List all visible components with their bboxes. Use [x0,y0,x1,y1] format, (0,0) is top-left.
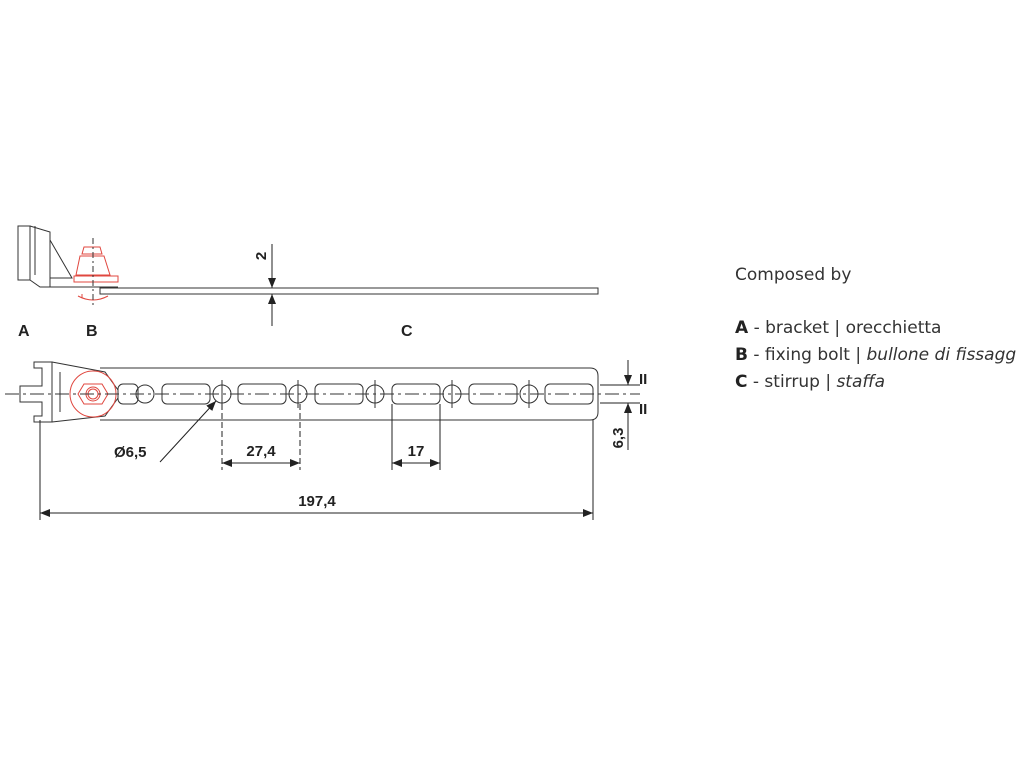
legend-title: Composed by [735,265,852,285]
thickness-dimension: 2 [253,244,276,326]
label-a: A [18,323,30,340]
legend-text: - bracket | [748,318,846,338]
legend-text: - stirrup | [747,372,837,392]
legend-translation: orecchietta [845,318,942,338]
top-view [5,361,640,423]
legend-item-b: B - fixing bolt | bullone di fissagg [735,342,1016,369]
bolt-side [73,246,119,301]
side-view-plate [99,287,599,295]
legend-key: A [735,318,749,338]
legend-item-a: A - bracket | orecchietta [735,315,1016,342]
side-view [17,225,599,305]
slot-length-label: 17 [408,443,425,460]
thickness-value: 2 [253,252,270,260]
legend: Composed by A - bracket | orecchietta B … [735,262,1016,396]
legend-translation: staffa [836,372,886,392]
tolerance-mark-top: II [639,371,647,388]
label-c: C [401,323,413,340]
bracket-side [17,225,118,288]
total-length-label: 197,4 [298,493,336,510]
legend-item-c: C - stirrup | staffa [735,369,1016,396]
pitch-label: 27,4 [246,443,276,460]
hole-diameter-label: Ø6,5 [114,444,147,461]
tolerance-mark-bottom: II [639,401,647,418]
bracket-top [19,361,119,423]
label-b: B [86,323,98,340]
dimensions [39,360,640,520]
legend-translation: bullone di fissagg [866,345,1017,365]
width-label: 6,3 [610,428,627,449]
legend-text: - fixing bolt | [747,345,867,365]
legend-key: B [735,345,748,365]
legend-key: C [735,372,748,392]
